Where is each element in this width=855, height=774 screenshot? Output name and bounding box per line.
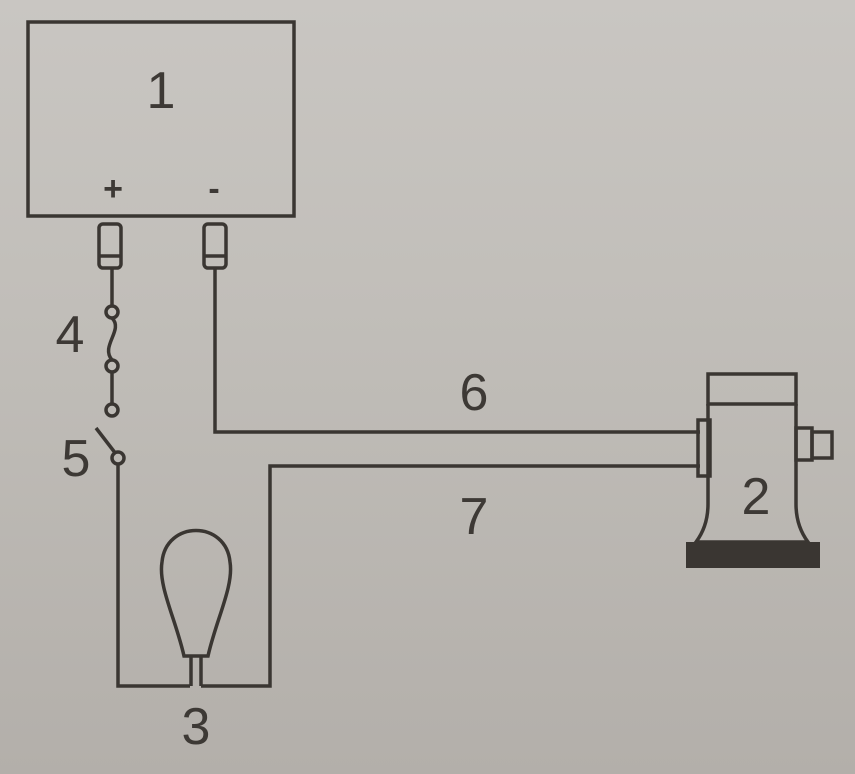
pump-top-cap	[706, 372, 798, 406]
fuse-element	[106, 316, 118, 362]
switch-lever	[94, 426, 118, 456]
pump-outlet-nozzle	[810, 430, 834, 460]
positive-terminal-label: +	[103, 170, 123, 208]
fuse-number-label: 4	[56, 306, 85, 364]
battery-body	[26, 20, 296, 218]
battery: 1 + -	[26, 20, 296, 270]
wire-upper	[213, 268, 700, 434]
battery-number-label: 1	[147, 62, 176, 120]
fuse: 4	[56, 268, 120, 404]
float-switch-bulb	[159, 528, 233, 658]
switch-contact-top	[104, 402, 120, 418]
positive-terminal-post	[97, 222, 123, 270]
pump-strainer-base	[686, 542, 820, 568]
wire-lower-number-label: 7	[460, 488, 489, 546]
pump: 2	[686, 372, 834, 568]
wire-upper-number-label: 6	[460, 364, 489, 422]
float-switch-number-label: 3	[182, 698, 211, 756]
wire-lower	[201, 464, 700, 688]
pump-number-label: 2	[742, 468, 771, 526]
switch: 5	[62, 402, 126, 488]
fuse-contact-bottom	[104, 358, 120, 374]
switch-number-label: 5	[62, 430, 91, 488]
pump-wire-inlet	[696, 418, 712, 478]
switch-contact-bottom	[110, 450, 126, 466]
pump-outlet	[794, 426, 814, 462]
fuse-contact-top	[104, 304, 120, 320]
wire-switch-to-float	[116, 464, 190, 688]
negative-terminal-label: -	[208, 170, 219, 208]
float-switch: 3	[159, 528, 233, 756]
negative-terminal-post	[202, 222, 228, 270]
